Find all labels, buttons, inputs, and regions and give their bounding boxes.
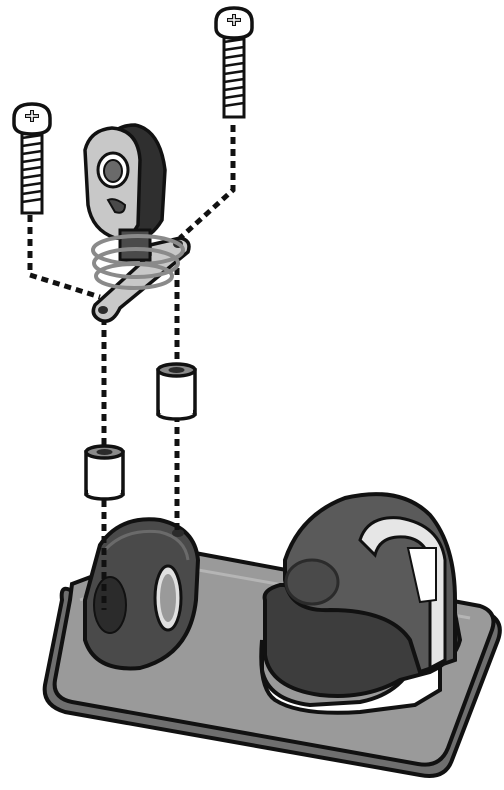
spacer-lower (86, 446, 123, 499)
screw-left (14, 104, 50, 213)
fairlead-block (85, 125, 189, 321)
cam-cleat (261, 494, 460, 713)
spacer-upper (158, 364, 195, 419)
screw-right (216, 8, 252, 117)
